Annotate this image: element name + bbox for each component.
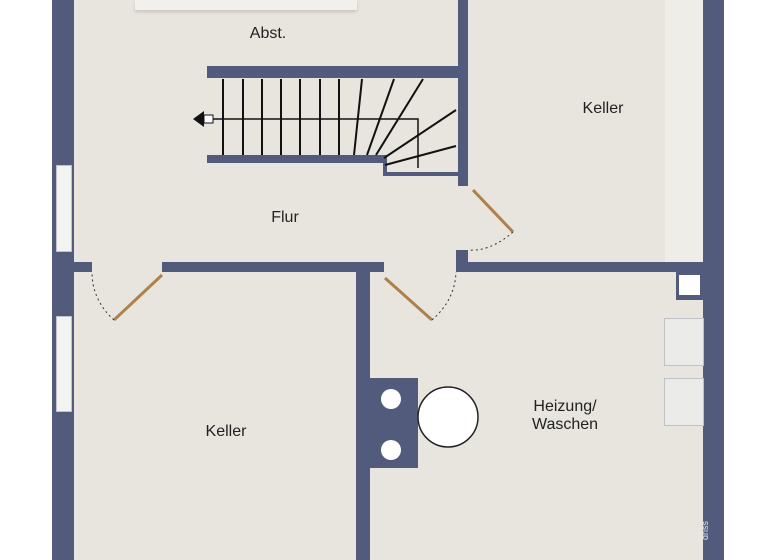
window — [56, 316, 72, 412]
room-label-heizung-line2: Waschen — [531, 416, 599, 433]
washing-machine — [664, 318, 704, 366]
outer-wall-left — [52, 0, 74, 560]
room-label-keller: Keller — [205, 423, 247, 440]
wall — [74, 262, 92, 272]
wall-niche — [665, 0, 703, 262]
room-label-abst: Abst. — [249, 25, 287, 42]
stairs — [213, 78, 457, 168]
window — [56, 165, 72, 252]
room-label-keller: Keller — [582, 100, 624, 117]
stair-wall-bottom — [207, 155, 385, 163]
room-label-heizung-line1: Heizung/ — [533, 398, 597, 415]
room-label-flur: Flur — [271, 209, 299, 226]
wall — [458, 0, 468, 186]
room-label-heizung: Heizung/ Waschen — [510, 398, 620, 434]
watermark: driss — [700, 520, 710, 540]
stair-wall — [383, 172, 463, 176]
shaft — [676, 272, 703, 300]
wall — [356, 272, 370, 560]
boiler — [417, 386, 479, 448]
wall — [162, 262, 384, 272]
outer-wall-right — [703, 0, 724, 560]
dryer — [664, 378, 704, 426]
flue-opening — [381, 440, 401, 460]
wall — [456, 262, 703, 272]
doors — [112, 188, 515, 322]
flue-opening — [381, 389, 401, 409]
stair-wall-top — [207, 66, 463, 78]
stair-arrow-icon — [193, 111, 204, 127]
shelf — [135, 0, 357, 10]
